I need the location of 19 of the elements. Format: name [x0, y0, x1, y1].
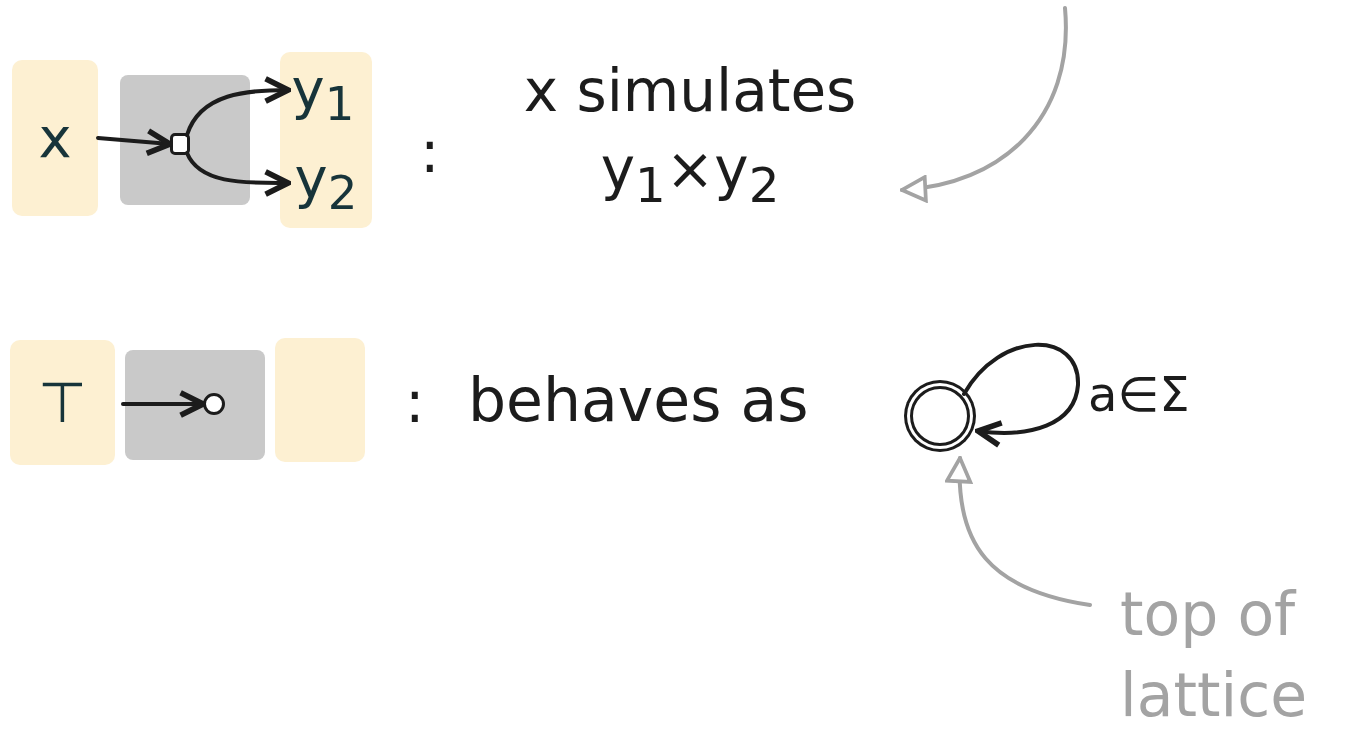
arrow: [900, 6, 1068, 202]
arrow: [185, 76, 291, 137]
arrow: [962, 342, 1080, 448]
arrow: [185, 151, 291, 198]
annotation-text: top of lattice: [1120, 570, 1360, 738]
split-box: [120, 75, 250, 205]
colon-mark: :: [405, 368, 425, 436]
statement-text: x simulates y$_{1}$×y$_{2}$: [480, 40, 900, 230]
variable-label: y$_{2}$: [288, 144, 364, 222]
transition-box: [125, 350, 265, 460]
variable-label: y$_{1}$: [288, 58, 358, 130]
top-element-box: ⊤: [10, 340, 115, 465]
variable-box: x: [12, 60, 98, 216]
arrow: [946, 456, 1092, 607]
output-box: [280, 52, 372, 228]
behaves-as-text: behaves as: [468, 365, 809, 435]
state-circle: [203, 393, 225, 415]
colon-mark: :: [420, 118, 440, 186]
empty-output-box: [275, 338, 365, 462]
